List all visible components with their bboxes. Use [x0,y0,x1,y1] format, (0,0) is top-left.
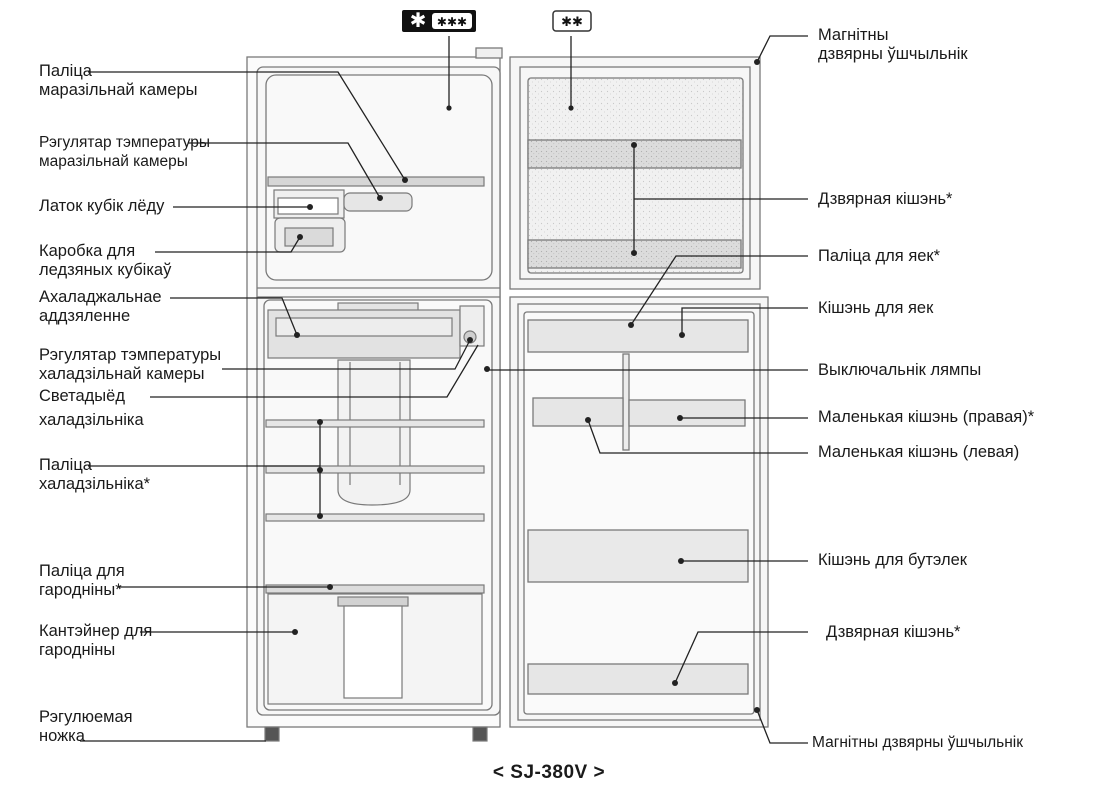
label-small-pocket-left: Маленькая кішэнь (левая) [818,443,1020,461]
fridge-interior [264,302,488,742]
label-bottle-pocket: Кішэнь для бутэлек [818,551,967,569]
leader-dots [292,59,760,713]
freezer-interior [267,176,485,253]
label-ice-cube-tray: Латок кубік лёду [39,197,165,215]
label-small-pocket-right: Маленькая кішэнь (правая)* [818,408,1035,426]
model-caption: < SJ-380V > [492,762,606,783]
label-egg-pocket: Кішэнь для яек [818,299,934,317]
freezer-badge-stars: ✱✱✱ [437,15,467,29]
label-door-pocket-bottom: Дзвярная кішэнь* [826,623,961,641]
label-lamp-switch: Выключальнік лямпы [818,361,982,379]
fridge-badge-stars: ✱✱ [561,15,583,30]
fridge-star-badge: ✱✱ [552,10,592,32]
freezer-star-icon: ✱ [410,8,427,32]
leader-lines [80,35,808,744]
freezer-star-badge: ✱ ✱✱✱ [402,8,476,32]
label-magnetic-gasket-bottom: Магнітны дзвярны ўшчыльнік [812,734,1024,751]
fridge-door [509,296,769,728]
label-door-pocket-top: Дзвярная кішэнь* [818,190,953,208]
label-egg-shelf: Паліца для яек* [818,247,941,265]
